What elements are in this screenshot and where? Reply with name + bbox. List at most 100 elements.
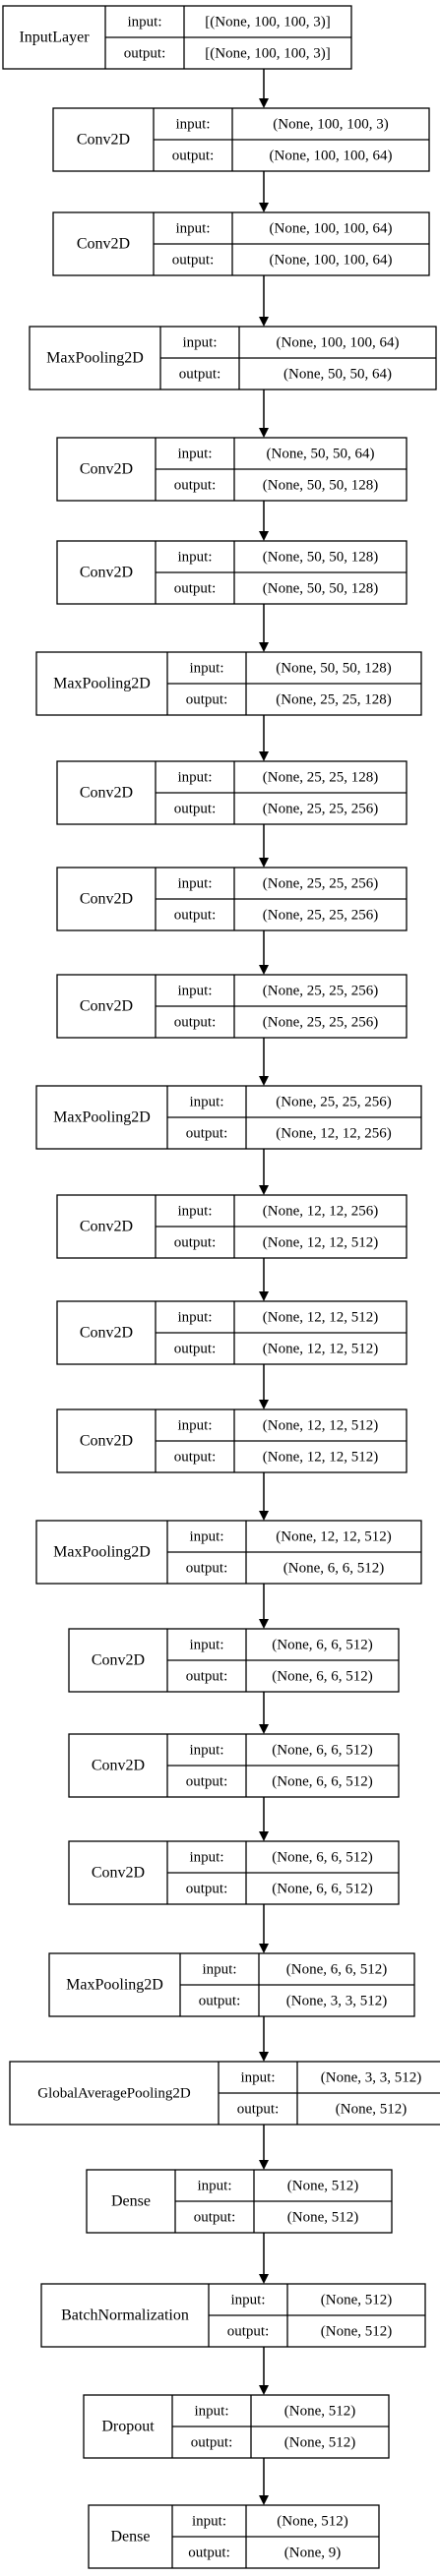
output-shape-value: [(None, 100, 100, 3)] [205,45,330,61]
layer-node: GlobalAveragePooling2Dinput:output:(None… [9,2061,440,2126]
input-shape-value: (None, 100, 100, 3) [273,116,388,132]
arrowhead-icon [259,2385,269,2395]
output-label: output: [172,252,215,268]
arrowhead-icon [259,1511,269,1521]
input-label: input: [189,660,223,676]
input-label: input: [177,1203,212,1219]
arrowhead-icon [259,858,269,868]
input-shape-value: (None, 512) [321,2292,392,2307]
input-shape-value: (None, 50, 50, 128) [276,660,391,676]
input-shape-value: (None, 6, 6, 512) [272,1742,372,1758]
input-shape-value: (None, 12, 12, 512) [263,1309,378,1325]
output-label: output: [188,2545,230,2560]
output-shape-value: (None, 6, 6, 512) [272,1773,372,1789]
output-shape-value: (None, 50, 50, 128) [263,477,378,493]
output-shape-value: (None, 12, 12, 512) [263,1341,378,1356]
input-label: input: [177,983,212,998]
layer-type-label: MaxPooling2D [53,1109,151,1126]
input-label: input: [177,446,212,461]
input-shape-value: (None, 12, 12, 512) [263,1417,378,1433]
input-shape-value: (None, 6, 6, 512) [272,1637,372,1652]
input-label: input: [192,2513,226,2529]
output-label: output: [186,691,228,707]
arrowhead-icon [259,751,269,761]
input-label: input: [189,1849,223,1865]
output-shape-value: (None, 50, 50, 64) [283,366,392,382]
layer-type-label: InputLayer [19,30,90,46]
arrowhead-icon [259,965,269,975]
arrowhead-icon [259,1831,269,1841]
layer-type-label: Conv2D [80,1433,133,1450]
output-shape-value: (None, 100, 100, 64) [270,148,393,163]
layer-type-label: BatchNormalization [61,2307,189,2324]
output-label: output: [194,2209,236,2225]
arrowhead-icon [259,1076,269,1086]
input-shape-value: (None, 6, 6, 512) [286,1961,387,1977]
input-shape-value: (None, 12, 12, 256) [263,1203,378,1219]
output-shape-value: (None, 9) [284,2545,341,2560]
output-shape-value: (None, 512) [287,2209,358,2225]
input-shape-value: (None, 25, 25, 128) [263,769,378,785]
layer-type-label: Conv2D [80,785,133,802]
input-label: input: [194,2403,228,2419]
input-label: input: [177,875,212,891]
arrowhead-icon [259,317,269,327]
input-label: input: [177,1309,212,1325]
input-shape-value: (None, 100, 100, 64) [277,334,400,350]
arrowhead-icon [259,1944,269,1953]
input-shape-value: (None, 100, 100, 64) [270,220,393,236]
input-shape-value: (None, 512) [284,2403,355,2419]
arrowhead-icon [259,1291,269,1301]
layer-type-label: Conv2D [92,1652,145,1669]
output-shape-value: (None, 25, 25, 256) [263,907,378,923]
output-label: output: [172,148,215,163]
input-shape-value: (None, 12, 12, 512) [276,1528,391,1544]
input-label: input: [175,116,210,132]
output-label: output: [186,1668,228,1684]
output-label: output: [174,1014,217,1030]
output-label: output: [174,1234,217,1250]
input-shape-value: [(None, 100, 100, 3)] [205,14,330,30]
layer-type-label: Conv2D [92,1758,145,1774]
input-label: input: [177,769,212,785]
input-label: input: [230,2292,265,2307]
layer-type-label: Conv2D [77,236,130,253]
output-label: output: [174,1449,217,1465]
layer-type-label: MaxPooling2D [53,1544,151,1561]
input-label: input: [240,2069,275,2085]
input-label: input: [177,549,212,565]
output-shape-value: (None, 25, 25, 128) [276,691,391,707]
arrowhead-icon [259,1400,269,1409]
input-label: input: [177,1417,212,1433]
output-label: output: [186,1125,228,1141]
arrowhead-icon [259,2160,269,2170]
input-shape-value: (None, 50, 50, 128) [263,549,378,565]
output-shape-value: (None, 512) [336,2101,407,2117]
arrowhead-icon [259,428,269,438]
layer-type-label: Conv2D [80,891,133,908]
output-label: output: [186,1881,228,1896]
layer-type-label: Conv2D [92,1865,145,1882]
layer-type-label: Conv2D [77,132,130,149]
input-label: input: [197,2178,231,2193]
output-shape-value: (None, 512) [284,2434,355,2450]
output-label: output: [174,801,217,816]
output-shape-value: (None, 6, 6, 512) [283,1560,384,1576]
input-shape-value: (None, 25, 25, 256) [276,1094,391,1109]
edges-layer [259,69,269,2505]
arrowhead-icon [259,2052,269,2062]
layer-node: Conv2D input: output: (None, 100, 100, 3) (N… [52,107,430,172]
output-label: output: [237,2101,280,2117]
